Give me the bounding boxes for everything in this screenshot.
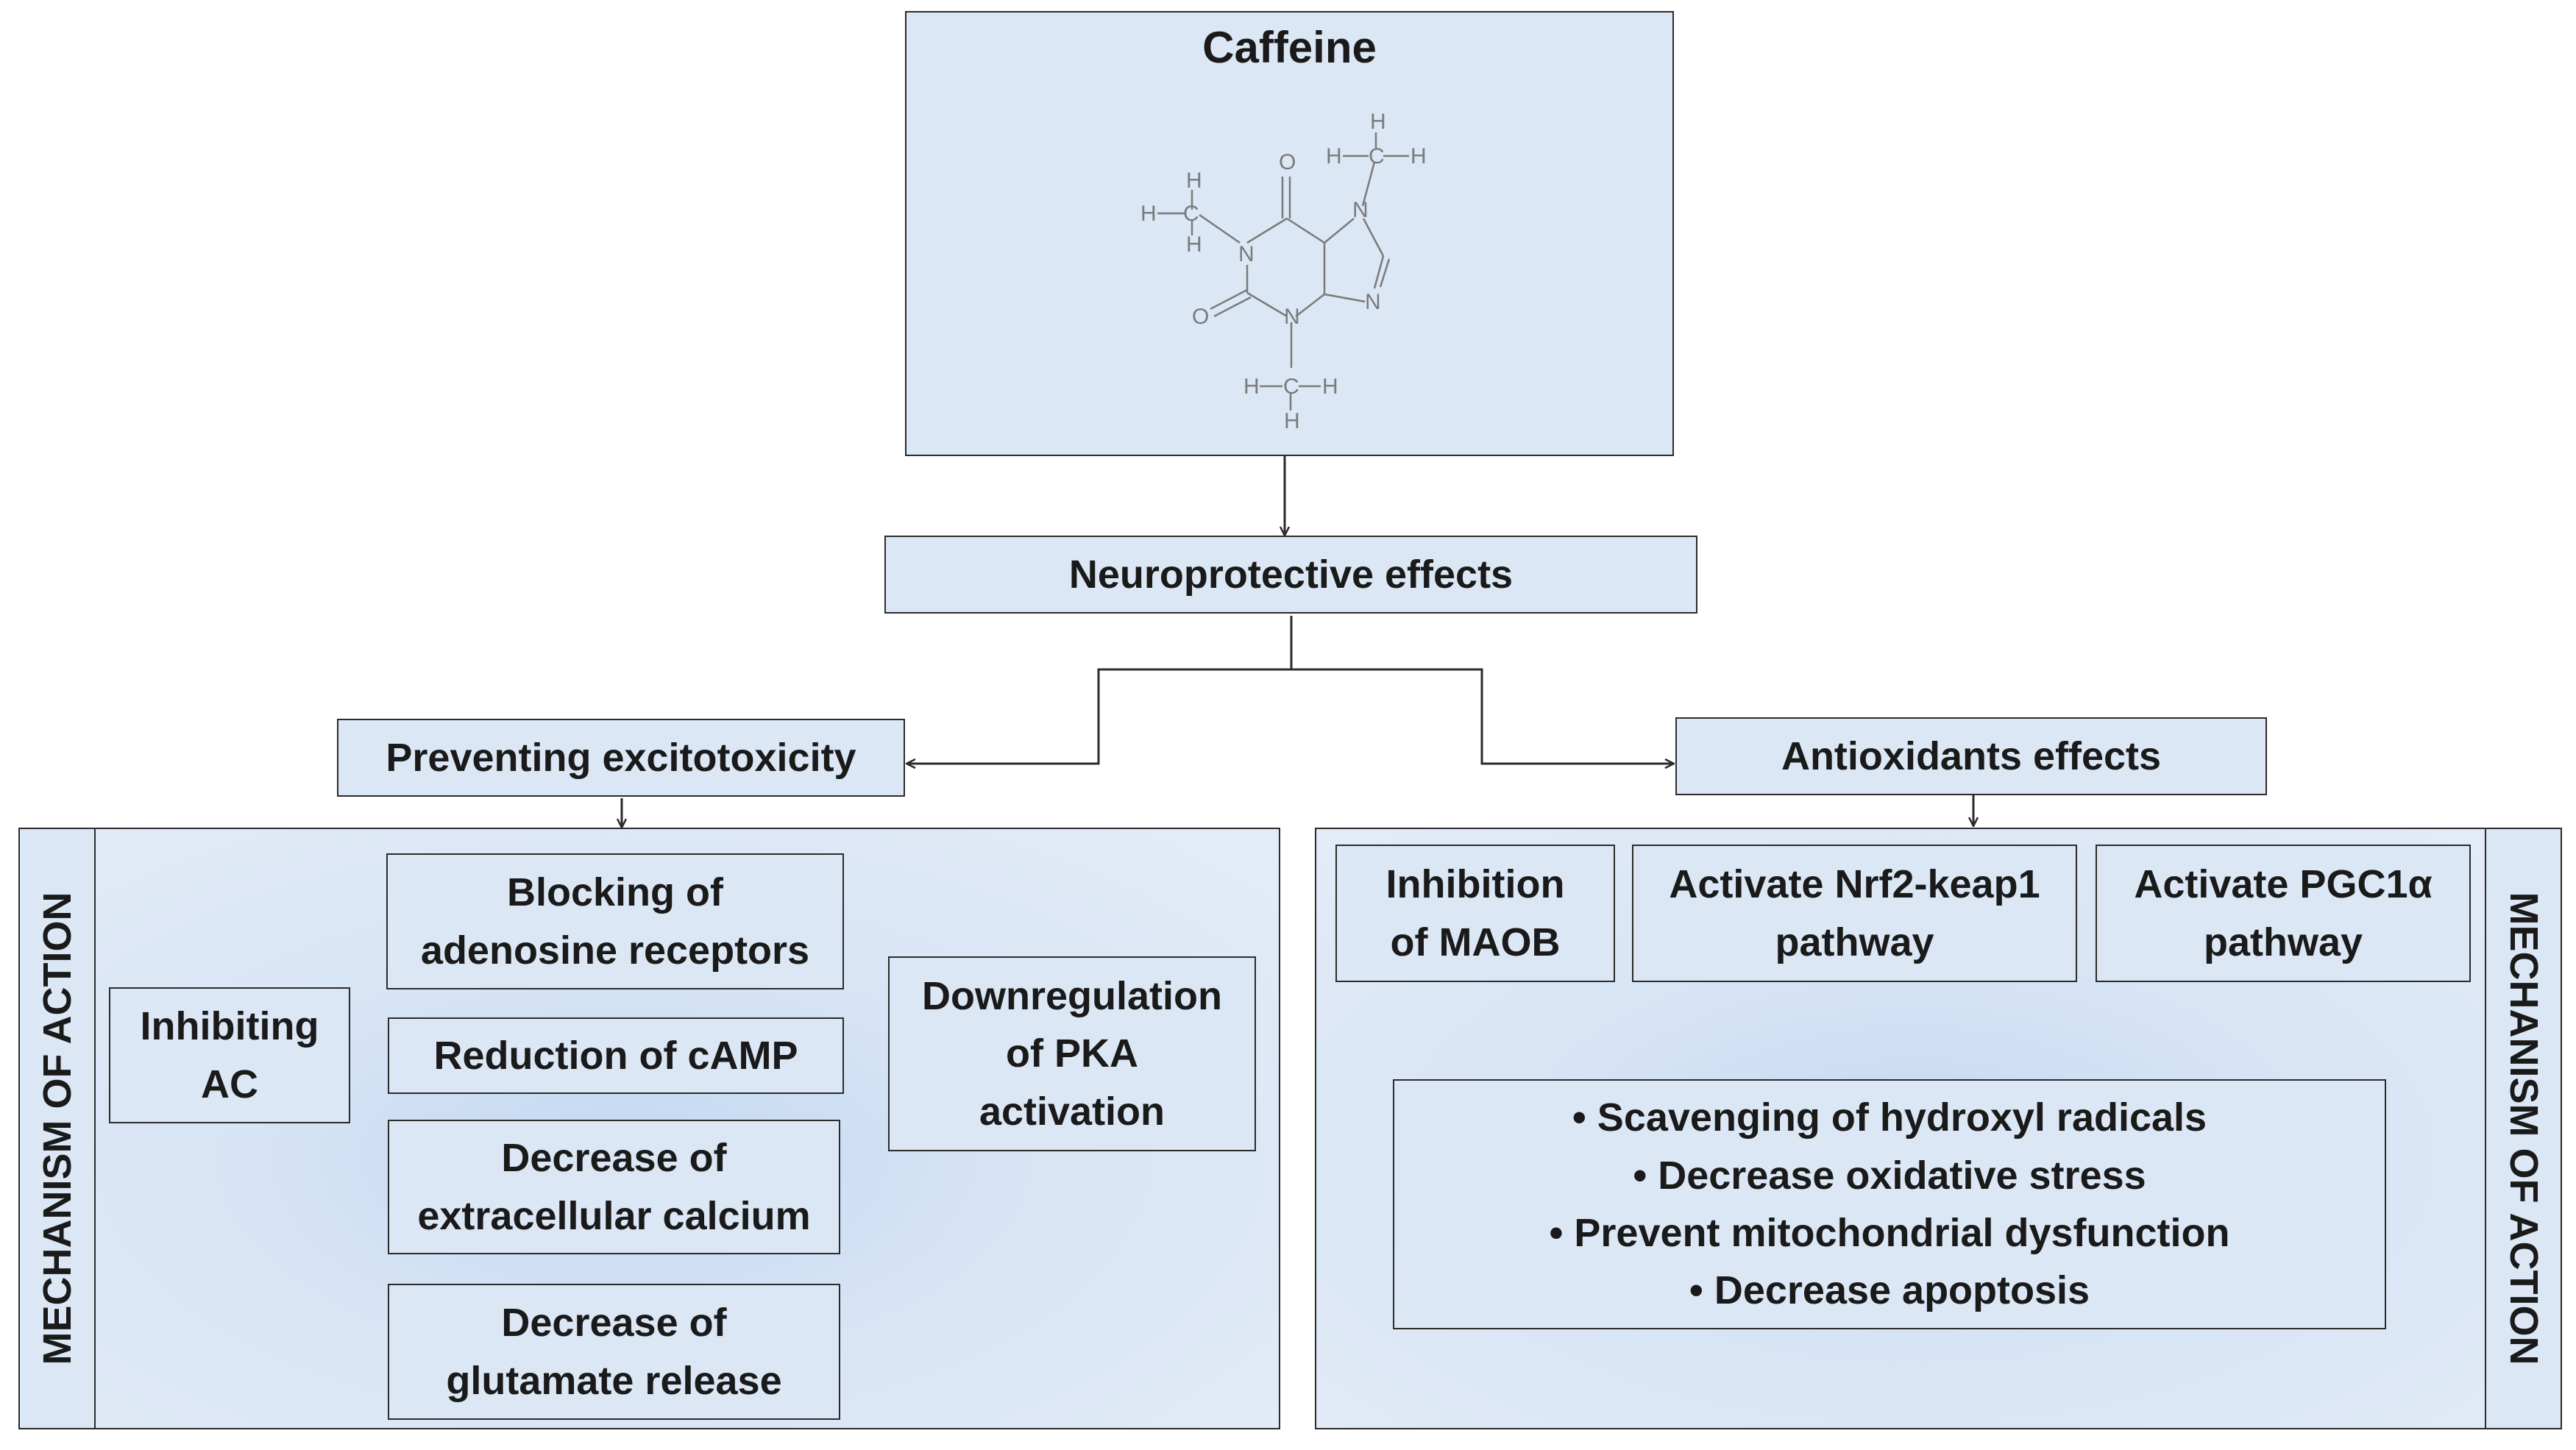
svg-text:H: H (1326, 144, 1342, 168)
svg-text:H: H (1284, 409, 1300, 433)
svg-text:O: O (1279, 150, 1296, 174)
svg-text:H: H (1370, 110, 1386, 134)
activate-pgc1a-box: Activate PGC1α pathway (2096, 845, 2471, 982)
svg-text:N: N (1284, 305, 1300, 329)
effect-item: • Prevent mitochondrial dysfunction (1549, 1211, 2230, 1255)
decrease-glutamate-box: Decrease of glutamate release (388, 1284, 840, 1420)
right-mechanism-label: MECHANISM OF ACTION (2485, 828, 2562, 1429)
branch-line (906, 616, 1293, 764)
svg-text:H: H (1322, 374, 1338, 399)
svg-text:N: N (1238, 242, 1255, 266)
antioxidants-effects-box: Antioxidants effects (1675, 717, 2267, 795)
decrease-calcium-box: Decrease of extracellular calcium (388, 1120, 840, 1254)
reduction-camp-box: Reduction of cAMP (388, 1017, 844, 1094)
downregulation-pka-box: Downregulation of PKA activation (888, 956, 1256, 1151)
svg-text:N: N (1352, 198, 1369, 222)
svg-text:H: H (1140, 202, 1157, 226)
activate-nrf2-box: Activate Nrf2-keap1 pathway (1632, 845, 2077, 982)
inhibiting-ac-box: Inhibiting AC (109, 987, 350, 1123)
effect-item: • Decrease apoptosis (1689, 1268, 2090, 1313)
caffeine-structure-diagram: O O N N N N H H H C H C H H H C H H (1140, 110, 1427, 433)
svg-text:C: C (1369, 144, 1385, 168)
svg-text:H: H (1186, 232, 1202, 257)
branch-line-right (1291, 668, 1674, 764)
svg-text:O: O (1192, 305, 1209, 329)
effect-item: • Scavenging of hydroxyl radicals (1572, 1095, 2207, 1140)
svg-text:H: H (1411, 144, 1427, 168)
left-mechanism-label: MECHANISM OF ACTION (18, 828, 96, 1429)
caffeine-box (905, 11, 1674, 456)
neuroprotective-effects-box: Neuroprotective effects (884, 536, 1697, 614)
inhibition-maob-box: Inhibition of MAOB (1335, 845, 1615, 982)
preventing-excitotoxicity-box: Preventing excitotoxicity (337, 719, 905, 797)
antioxidant-effects-list-box: • Scavenging of hydroxyl radicals • Decr… (1393, 1079, 2386, 1329)
caffeine-title: Caffeine (1202, 23, 1377, 72)
effect-item: • Decrease oxidative stress (1633, 1153, 2146, 1198)
svg-text:N: N (1365, 290, 1381, 314)
svg-text:H: H (1243, 374, 1260, 399)
svg-text:C: C (1183, 202, 1199, 226)
svg-text:C: C (1283, 374, 1299, 399)
blocking-adenosine-box: Blocking of adenosine receptors (386, 853, 844, 989)
svg-text:H: H (1186, 168, 1202, 193)
